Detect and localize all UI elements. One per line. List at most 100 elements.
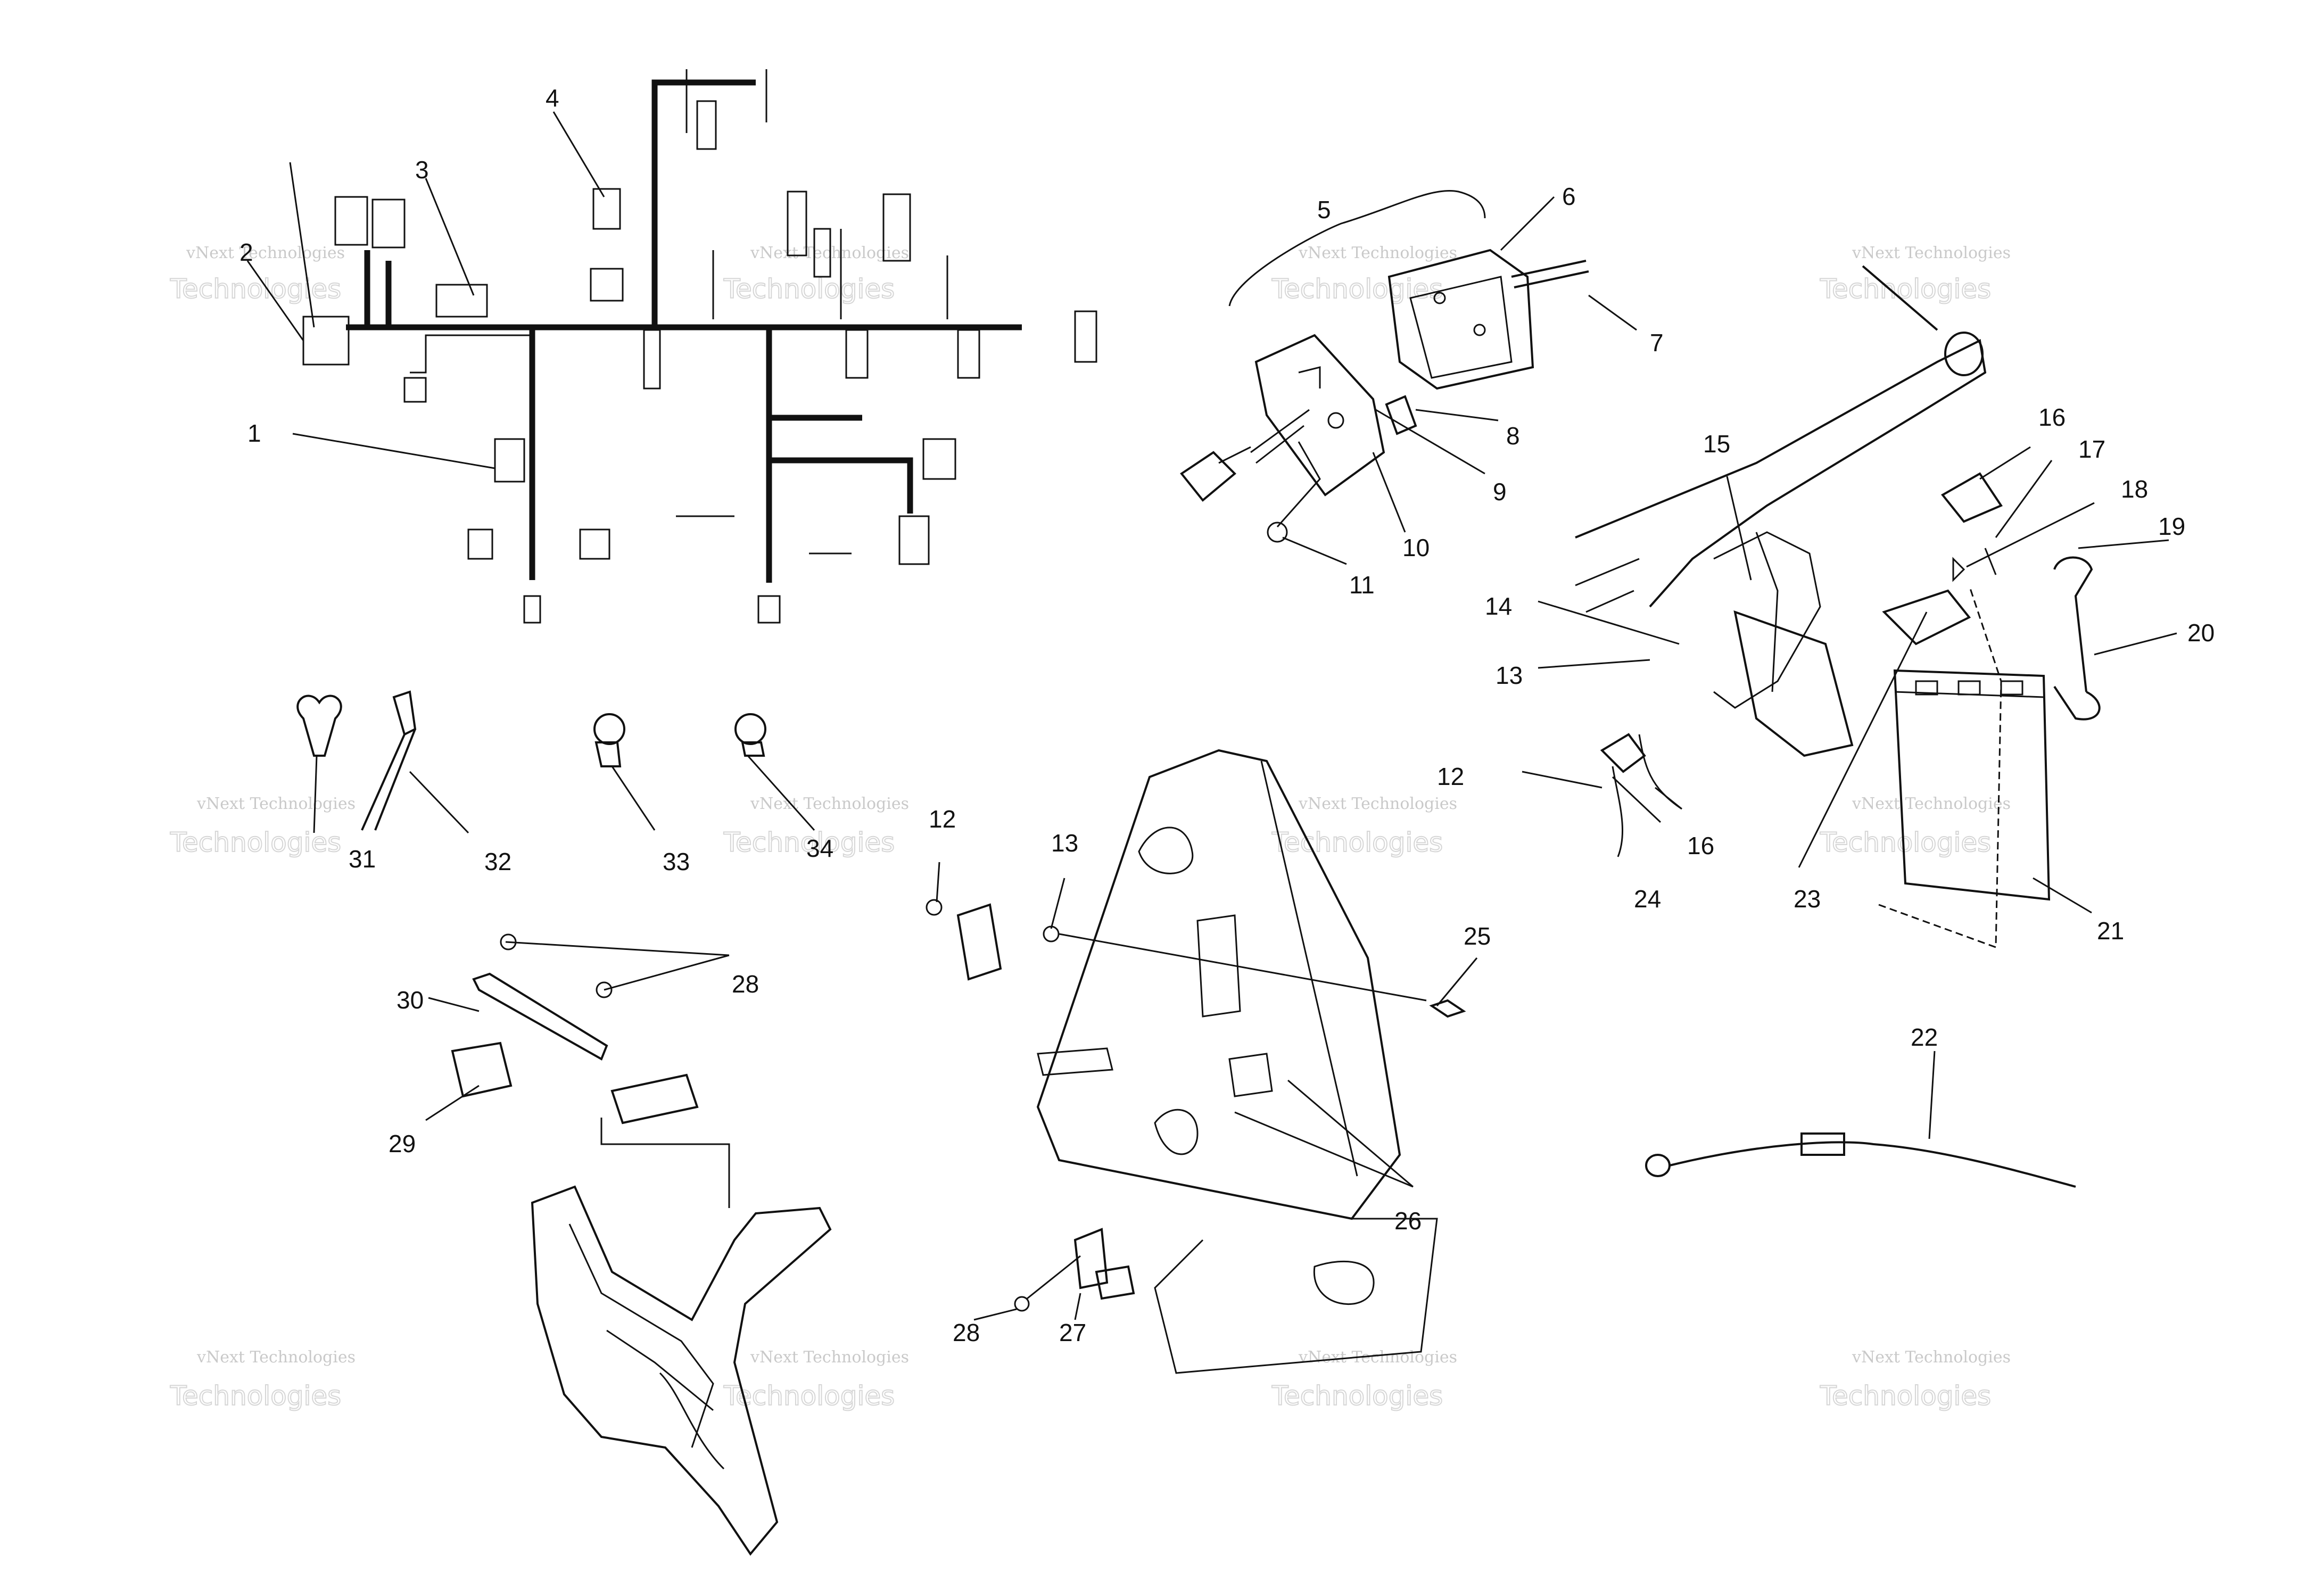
mount-plate-assembly <box>926 749 1466 1374</box>
front-frame-assembly <box>451 933 832 1556</box>
screw-7 <box>1511 260 1589 288</box>
callout-10: 10 <box>1402 534 1430 561</box>
connector-plug <box>1180 451 1236 502</box>
callout-17: 17 <box>2078 435 2105 463</box>
callout-14: 14 <box>1485 592 1512 620</box>
svg-text:vNext Technologies: vNext Technologies <box>750 1348 909 1367</box>
clip-34 <box>734 713 766 757</box>
callout-31: 31 <box>349 845 376 873</box>
svg-text:Technologies: Technologies <box>723 827 895 858</box>
svg-text:Technologies: Technologies <box>723 274 895 304</box>
callout-13a: 13 <box>1496 661 1523 689</box>
callout-13b: 13 <box>1051 829 1078 857</box>
connector-4 <box>592 188 621 230</box>
connector-3 <box>435 284 488 318</box>
callout-30: 30 <box>396 986 424 1014</box>
callout-19: 19 <box>2158 512 2185 540</box>
clip-33 <box>593 713 625 767</box>
callout-9: 9 <box>1493 478 1507 506</box>
relay-24 <box>1600 733 1646 773</box>
callout-23: 23 <box>1794 885 1821 913</box>
clip-31 <box>296 694 342 757</box>
callout-labels: 1 2 3 4 5 6 7 8 9 10 11 12 12 13 13 14 1… <box>239 84 2215 1346</box>
svg-text:Technologies: Technologies <box>170 1380 341 1411</box>
svg-text:Technologies: Technologies <box>1271 827 1443 858</box>
svg-text:vNext Technologies: vNext Technologies <box>1852 1348 2011 1367</box>
housing-10 <box>1254 334 1385 497</box>
svg-text:Technologies: Technologies <box>170 274 341 304</box>
svg-text:Technologies: Technologies <box>1820 1380 1991 1411</box>
wiring-harness <box>302 69 1097 624</box>
callout-2: 2 <box>239 238 253 266</box>
watermark-1: vNext Technologies Technologies <box>169 244 345 305</box>
coil-ignition <box>956 903 1002 981</box>
watermark-11: vNext Technologies Technologies <box>1271 1348 1457 1412</box>
washer-13 <box>1043 925 1060 942</box>
watermark-12: vNext Technologies Technologies <box>1819 1348 2011 1412</box>
callout-7: 7 <box>1650 329 1664 357</box>
callout-8: 8 <box>1506 422 1520 450</box>
watermark-3: vNext Technologies Technologies <box>1271 244 1457 305</box>
callout-32: 32 <box>484 848 511 875</box>
watermark-2: vNext Technologies Technologies <box>723 244 909 305</box>
screw-25 <box>1429 999 1466 1018</box>
callout-26: 26 <box>1394 1207 1422 1235</box>
callout-11: 11 <box>1349 571 1375 599</box>
connector-2 <box>302 316 350 366</box>
svg-text:vNext Technologies: vNext Technologies <box>1852 244 2011 262</box>
bulb-8 <box>1385 395 1417 435</box>
battery-21 <box>1893 669 2051 901</box>
svg-text:vNext Technologies: vNext Technologies <box>1852 795 2011 813</box>
watermark-8: vNext Technologies Technologies <box>1819 795 2011 858</box>
watermark-6: vNext Technologies Technologies <box>723 795 909 858</box>
bracket-27 <box>1073 1228 1109 1289</box>
callout-16b: 16 <box>1687 832 1714 859</box>
callout-34: 34 <box>806 834 833 862</box>
callout-22: 22 <box>1911 1023 1938 1051</box>
callout-33: 33 <box>663 848 690 875</box>
callout-6: 6 <box>1562 183 1576 210</box>
cap-16 <box>1940 472 2003 523</box>
svg-text:vNext Technologies: vNext Technologies <box>186 244 345 262</box>
callout-25: 25 <box>1464 922 1491 950</box>
callout-20: 20 <box>2187 619 2215 647</box>
callout-4: 4 <box>546 84 559 112</box>
callout-16a: 16 <box>2038 403 2066 431</box>
svg-text:vNext Technologies: vNext Technologies <box>1298 1348 1457 1367</box>
battery-cable-22 <box>1645 1132 2076 1188</box>
strap-19 <box>2053 556 2093 692</box>
tail-light-assembly <box>1180 189 1589 543</box>
callout-21: 21 <box>2097 917 2124 945</box>
callout-29: 29 <box>389 1130 416 1157</box>
cover-23 <box>1882 589 1971 646</box>
callout-15: 15 <box>1703 430 1730 458</box>
svg-text:vNext Technologies: vNext Technologies <box>750 795 909 813</box>
watermark-5: vNext Technologies Technologies <box>169 795 356 858</box>
callout-28a: 28 <box>732 970 759 998</box>
callout-28b: 28 <box>953 1319 980 1346</box>
terminal-18 <box>1952 557 1965 582</box>
watermark-10: vNext Technologies Technologies <box>723 1348 909 1412</box>
block-29 <box>451 1041 513 1098</box>
bracket-30 <box>472 972 608 1061</box>
svg-text:Technologies: Technologies <box>723 1380 895 1411</box>
callout-12a: 12 <box>1437 763 1464 790</box>
callout-24: 24 <box>1634 885 1661 913</box>
nut-11 <box>1267 522 1288 543</box>
nut-12 <box>926 899 943 916</box>
svg-text:Technologies: Technologies <box>1271 1380 1443 1411</box>
callout-3: 3 <box>415 156 429 184</box>
lens-6 <box>1387 249 1534 390</box>
callout-12b: 12 <box>929 805 956 833</box>
callout-27: 27 <box>1059 1319 1086 1346</box>
cable-tie-32 <box>361 690 417 831</box>
watermark-4: vNext Technologies Technologies <box>1819 244 2011 305</box>
battery-box <box>1733 610 1854 757</box>
svg-text:vNext Technologies: vNext Technologies <box>196 795 356 813</box>
svg-text:Technologies: Technologies <box>1820 274 1991 304</box>
svg-text:vNext Technologies: vNext Technologies <box>196 1348 356 1367</box>
battery-frame-assembly <box>1575 265 2101 949</box>
leader-lines <box>246 111 2177 1321</box>
svg-text:Technologies: Technologies <box>1271 274 1443 304</box>
